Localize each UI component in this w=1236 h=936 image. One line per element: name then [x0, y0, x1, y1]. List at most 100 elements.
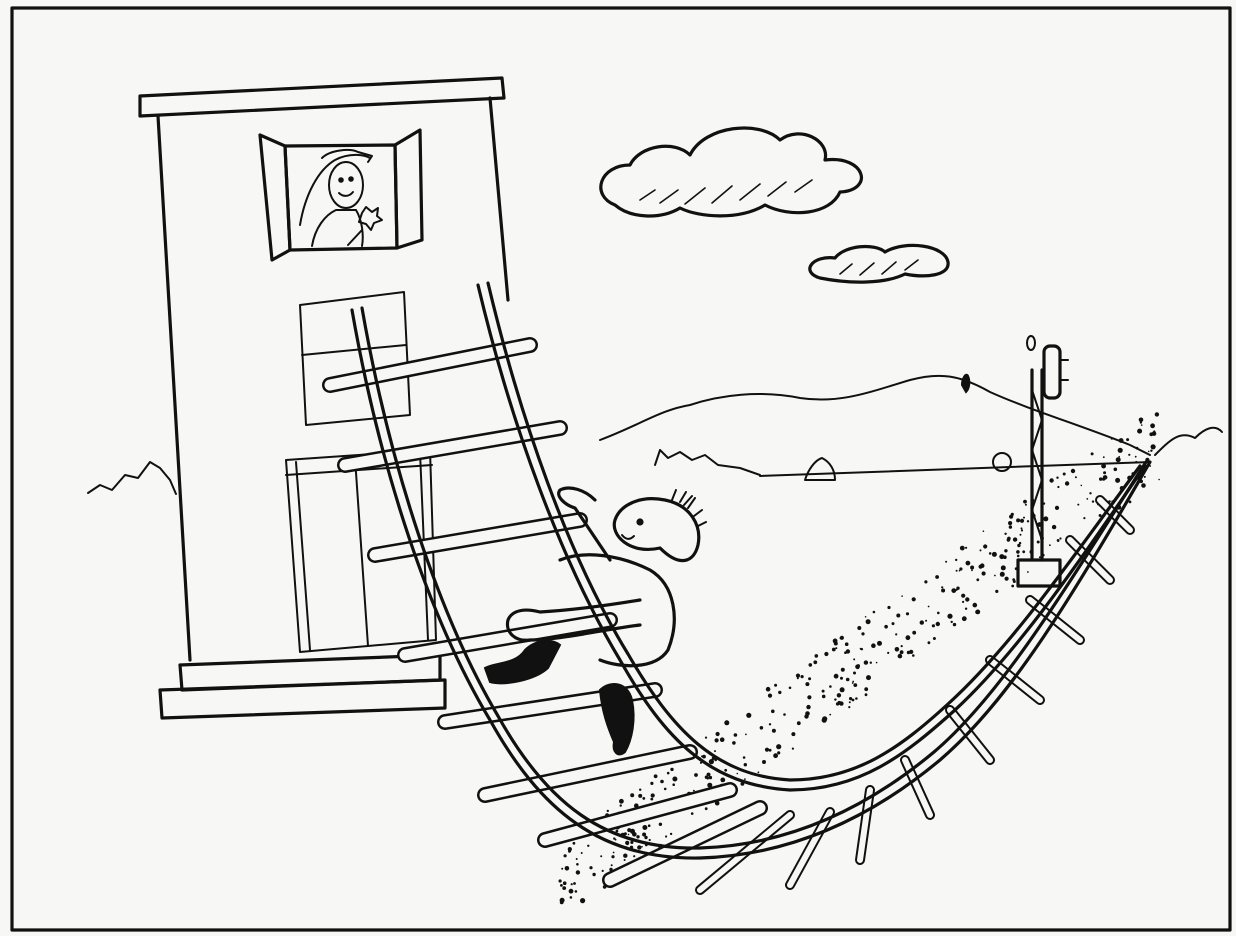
gravel-speck: [1022, 550, 1026, 554]
gravel-speck: [975, 610, 979, 614]
gravel-speck: [1042, 502, 1046, 505]
gravel-speck: [771, 728, 776, 733]
gravel-speck: [663, 787, 667, 791]
gravel-speck: [808, 677, 812, 681]
gravel-speck: [650, 797, 654, 801]
background-hills: [87, 373, 1223, 495]
gravel-speck: [829, 685, 832, 688]
gravel-speck: [970, 565, 975, 570]
gravel-speck: [1147, 450, 1150, 453]
gravel-speck: [642, 832, 647, 837]
gravel-speck: [706, 772, 711, 777]
gravel-speck: [633, 855, 636, 858]
gravel-speck: [1134, 455, 1137, 458]
gravel-speck: [1056, 539, 1060, 542]
gravel-speck: [869, 661, 872, 664]
gravel-speck: [851, 682, 854, 684]
man-arm-lower: [505, 598, 642, 642]
gravel-speck: [1135, 446, 1139, 450]
gravel-speck: [630, 793, 635, 798]
gravel-speck: [900, 645, 903, 648]
gravel-speck: [1051, 524, 1057, 530]
cloud-small: [808, 243, 950, 284]
gravel-speck: [1115, 457, 1121, 463]
gravel-speck: [834, 698, 837, 701]
gravel-speck: [808, 663, 813, 667]
gravel-speck: [665, 835, 668, 838]
gravel-speck: [988, 552, 992, 555]
gravel-speck: [1140, 424, 1143, 426]
gravel-speck: [759, 726, 764, 730]
gravel-speck: [757, 771, 760, 774]
gravel-speck: [704, 736, 708, 739]
gravel-speck: [956, 586, 960, 590]
gravel-speck: [864, 616, 867, 618]
gravel-speck: [1016, 550, 1020, 554]
gravel-speck: [575, 870, 581, 875]
gravel-speck: [814, 654, 819, 658]
gravel-speck: [773, 753, 778, 759]
gravel-speck: [937, 611, 940, 615]
gravel-speck: [999, 554, 1005, 560]
gravel-speck: [836, 693, 842, 698]
gravel-speck: [746, 712, 752, 718]
gravel-speck: [860, 648, 864, 651]
gravel-speck: [824, 651, 829, 657]
gravel-speck: [932, 637, 936, 640]
gravel-speck: [647, 824, 651, 827]
gravel-speck: [625, 840, 630, 846]
gravel-speck: [724, 768, 728, 772]
gravel-speck: [627, 833, 630, 836]
gravel-speck: [839, 687, 845, 693]
gravel-speck: [1090, 452, 1094, 456]
gravel-speck: [702, 754, 706, 759]
gravel-speck: [623, 853, 628, 858]
gravel-speck: [1098, 514, 1102, 517]
gravel-speck: [1099, 477, 1103, 481]
gravel-speck: [650, 793, 655, 798]
gravel-speck: [1030, 513, 1036, 519]
gravel-speck: [562, 881, 567, 885]
gravel-speck: [1054, 505, 1060, 510]
gravel-speck: [744, 778, 746, 780]
gravel-speck: [644, 835, 648, 840]
gravel-speck: [1113, 467, 1118, 472]
gravel-speck: [964, 607, 968, 610]
gravel-speck: [1020, 527, 1023, 530]
gravel-speck: [666, 771, 670, 775]
gravel-speck: [564, 866, 570, 871]
man-head: [612, 497, 701, 562]
gravel-speck: [575, 858, 578, 860]
gravel-speck: [637, 845, 642, 850]
gravel-speck: [821, 694, 826, 699]
gravel-speck: [1057, 485, 1060, 489]
gravel-speck: [783, 713, 786, 716]
gravel-speck: [1049, 478, 1054, 483]
gravel-speck: [1008, 525, 1013, 529]
gravel-speck: [1103, 471, 1107, 475]
gravel-speck: [835, 647, 838, 650]
railroad-tie-fill: [339, 422, 566, 471]
gravel-speck: [568, 888, 574, 894]
gravel-speck: [1153, 430, 1156, 433]
gravel-speck: [833, 641, 838, 646]
gravel-speck: [569, 896, 573, 899]
gravel-speck: [851, 698, 855, 702]
gravel-speck: [694, 773, 698, 777]
gravel-speck: [1016, 554, 1020, 558]
gravel-speck: [1008, 521, 1013, 526]
man-leg-right: [598, 683, 635, 756]
gravel-speck: [732, 741, 736, 745]
gravel-speck: [1137, 428, 1143, 434]
gravel-speck: [1135, 460, 1138, 464]
gravel-speck: [864, 687, 869, 692]
flower-icon: [358, 206, 383, 231]
gravel-speck: [994, 574, 996, 577]
gravel-speck: [563, 854, 567, 858]
gravel-speck: [1007, 536, 1011, 541]
gravel-speck: [1086, 498, 1089, 500]
gravel-speck: [612, 851, 615, 854]
gravel-speck: [855, 697, 858, 700]
gravel-speck: [839, 636, 843, 640]
gravel-speck: [1102, 475, 1108, 480]
